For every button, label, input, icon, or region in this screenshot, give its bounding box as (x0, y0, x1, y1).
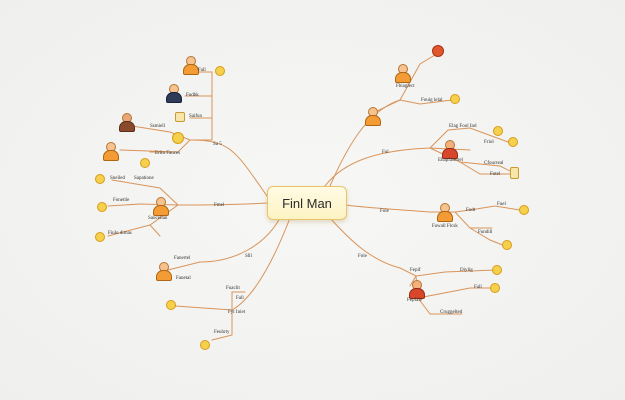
person-red-icon (408, 280, 425, 299)
connector (344, 204, 431, 213)
branch-label: Fole (380, 209, 389, 214)
leaf-label: Eriiu Fauces (155, 151, 181, 156)
leaf-label: Fouig lelal (421, 98, 443, 103)
leaf-label: Feuhrty (214, 330, 230, 335)
leaf-label: Fuaclit (226, 286, 240, 291)
sun-icon (172, 132, 184, 144)
connector (399, 267, 496, 277)
connector (174, 305, 233, 311)
person-icon (364, 107, 381, 126)
target-icon (432, 45, 444, 57)
person-icon (152, 197, 169, 216)
leaf-label: Cfoucteal (484, 161, 504, 166)
person-icon (155, 262, 172, 281)
person-dark-icon (165, 84, 182, 103)
branch-label: Fole (358, 254, 367, 259)
connector (417, 297, 463, 315)
leaf-label: Elag Fool Ind (449, 124, 477, 129)
sun-icon (490, 283, 500, 293)
connector (107, 203, 179, 207)
person-icon (436, 203, 453, 222)
sun-icon (450, 94, 460, 104)
leaf-label: Fepfale (407, 298, 422, 303)
leaf-label: Fbiaglect (396, 84, 415, 89)
connector (231, 217, 291, 311)
sun-icon (502, 240, 512, 250)
lightbulb-icon (95, 174, 105, 184)
leaf-label: Saifun (189, 114, 203, 119)
sun-icon (519, 205, 529, 215)
person-brown-icon (118, 113, 135, 132)
leaf-label: Friol (484, 140, 494, 145)
leaf-label: Diylig (460, 268, 473, 273)
connector (399, 99, 453, 105)
sun-icon (508, 137, 518, 147)
person-icon (102, 142, 119, 161)
leaf-label: Cruggelted (440, 310, 463, 315)
connector (374, 99, 401, 113)
leaf-label: Fudbk (186, 93, 199, 98)
connector (119, 149, 179, 153)
leaf-label: Fodt (466, 208, 476, 213)
leaf-label: Fundill (478, 230, 493, 235)
sun-icon (200, 340, 210, 350)
central-topic[interactable]: Finl Man (267, 186, 347, 220)
document-icon (510, 167, 519, 179)
person-icon (394, 64, 411, 83)
connector (189, 139, 268, 197)
connector (111, 179, 179, 206)
connector (189, 71, 213, 141)
connector (177, 202, 268, 206)
chart-icon (95, 232, 105, 242)
connector (454, 211, 493, 229)
sun-icon (215, 66, 225, 76)
connector (167, 261, 201, 271)
connector (399, 51, 441, 101)
leaf-label: Fall (198, 68, 206, 73)
branch-label: Sa 5 (213, 142, 222, 147)
connector (231, 291, 246, 311)
connector (469, 227, 506, 247)
leaf-label: Ehapfaselrel (438, 158, 463, 163)
leaf-label: Fanertel (174, 256, 191, 261)
person-red-icon (441, 140, 458, 159)
leaf-label: Ssmiell (150, 124, 166, 129)
sun-icon (492, 265, 502, 275)
connector (329, 217, 401, 269)
connector (459, 161, 511, 175)
connector (324, 147, 431, 187)
connector (211, 309, 233, 341)
connector (149, 224, 161, 237)
sun-icon (493, 126, 503, 136)
leaf-label: Fiulo dimas (108, 231, 132, 236)
leaf-label: Fanetal (176, 276, 191, 281)
document-icon (175, 112, 185, 122)
branch-label: Fmel (214, 203, 225, 208)
leaf-label: Sapatione (134, 176, 154, 181)
leaf-label: Fall (474, 285, 482, 290)
leaf-label: Fyt Iniet (228, 310, 246, 315)
connector (429, 127, 509, 149)
leaf-label: Fuel (497, 202, 506, 207)
leaf-label: Sneiled (110, 176, 125, 181)
leaf-label: Saucelian (148, 216, 168, 221)
connector (199, 217, 281, 263)
gear-icon (97, 202, 107, 212)
coin-icon (166, 300, 176, 310)
central-topic-label: Finl Man (282, 195, 332, 211)
leaf-label: Fawall Flcsk (432, 224, 458, 229)
leaf-label: Fotel (490, 172, 501, 177)
sun-icon (140, 158, 150, 168)
branch-label: Slll (245, 254, 252, 259)
person-icon (182, 56, 199, 75)
leaf-label: Fepif (410, 268, 421, 273)
leaf-label: Fonetile (113, 198, 130, 203)
branch-label: Fall (236, 296, 244, 301)
branch-label: Fol (382, 150, 389, 155)
